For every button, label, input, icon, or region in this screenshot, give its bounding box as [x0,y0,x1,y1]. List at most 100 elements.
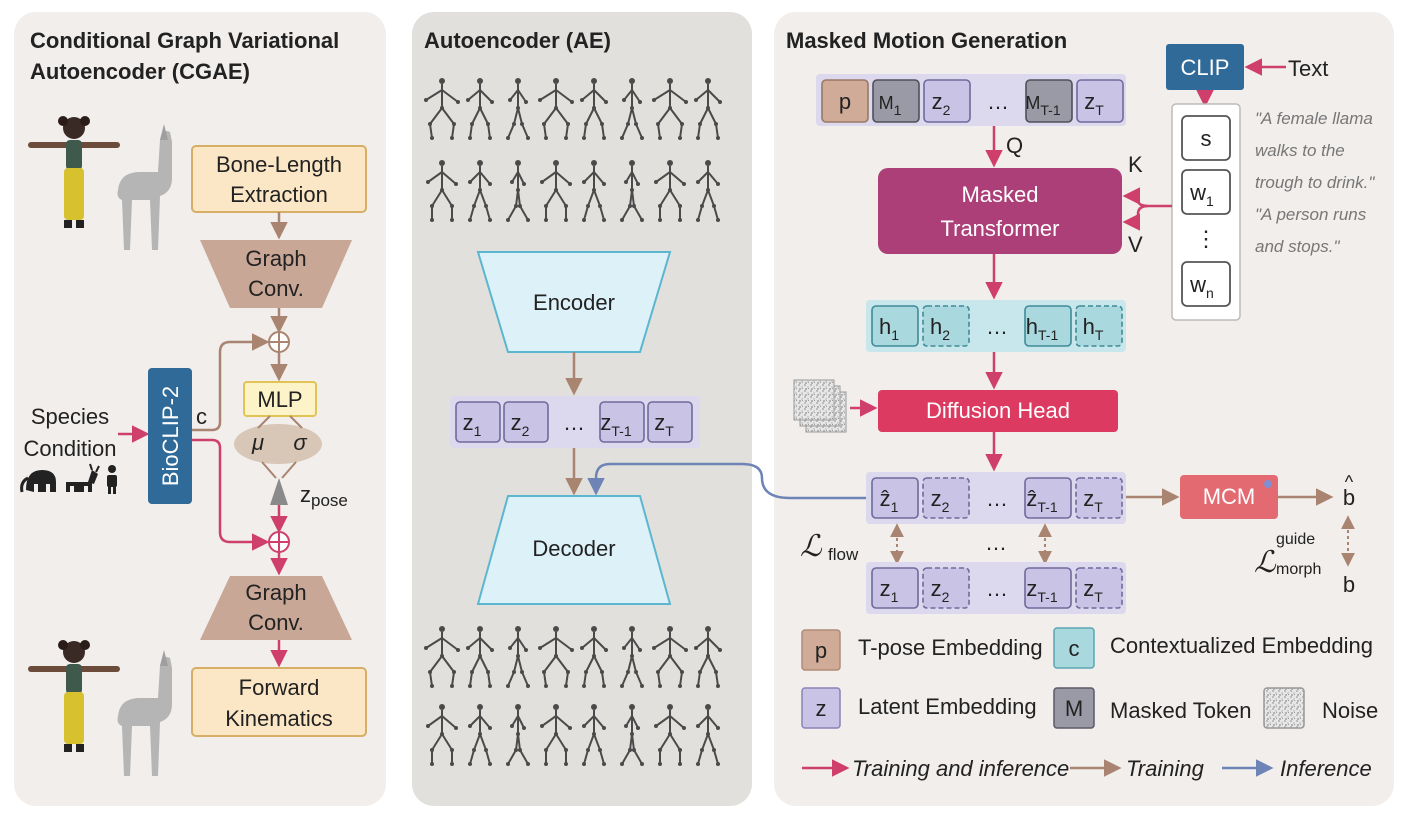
skeleton-figure-icon [696,160,720,222]
goat-icon [66,463,100,492]
h-token-box-4 [1075,305,1123,347]
skeleton-figure-icon [620,626,644,688]
input-token-box-2 [923,79,971,123]
pred-token-box-4 [1075,477,1123,519]
diffusion-head-block [878,390,1118,432]
motion-skeletons-input [424,78,722,222]
v-label: V [1128,232,1143,257]
ae-token-box-0 [455,401,501,443]
gt-token-main-1: z [931,576,942,601]
legend-tpose-swatch [801,629,841,671]
bioclip-label: BioCLIP-2 [158,386,183,486]
legend-masked-label: Masked Token [1110,698,1251,723]
input-token-label-4: MT-1 [1025,93,1060,118]
skeleton-figure-icon [468,704,492,766]
input-token-main-5: z [1084,89,1095,114]
input-token-main-2: z [932,89,943,114]
gt-token-sub-4: T [1094,589,1103,605]
masked-transformer-block [878,168,1122,254]
species-line1: Species [31,404,109,429]
ae-title: Autoencoder (AE) [424,28,611,53]
skeleton-figure-icon [696,704,720,766]
quote-line-3: trough to drink." [1255,173,1375,192]
distribution-ellipse [234,424,322,464]
legend-training-label: Training [1126,756,1205,781]
input-token-main-3: … [987,89,1009,114]
text-input-label: Text [1288,56,1328,81]
skeleton-figure-icon [540,704,572,766]
h-token-label-3: hT-1 [1026,314,1059,343]
h-token-sub-0: 1 [891,327,899,343]
decoder-block [476,495,672,605]
h-token-label-0: h1 [879,314,899,343]
legend-context-symbol: c [1069,636,1080,661]
animal-icons [20,463,117,494]
b-hat-label: b [1343,485,1355,510]
skeleton-figure-icon [580,78,608,140]
forward-kinematics-box [191,667,367,737]
quote-line-5: and stops." [1255,237,1340,256]
h-token-label-4: hT [1083,314,1104,343]
ae-token-box-1 [503,401,549,443]
z-pose-main: z [300,482,311,507]
pred-token-sub-4: T [1094,499,1103,515]
clip-token-main-3: w [1189,272,1206,297]
skeleton-figure-icon [620,160,644,222]
skeleton-figure-icon [654,704,686,766]
skeleton-figure-icon [426,704,458,766]
gt-token-main-3: z [1026,576,1037,601]
transformer-line2: Transformer [941,216,1060,241]
skeleton-figure-icon [466,626,494,688]
h-token-main-3: h [1026,314,1038,339]
decoder-label: Decoder [532,536,615,561]
skeleton-figure-icon [654,160,686,222]
h-token-label-2: … [986,314,1008,339]
pred-token-label-2: … [986,486,1008,511]
h-token-main-0: h [879,314,891,339]
skeleton-figure-icon [426,160,458,222]
h-token-sub-3: T-1 [1038,327,1058,343]
gt-token-label-2: … [986,576,1008,601]
skeleton-figure-icon [582,160,606,222]
species-line2: Condition [24,436,117,461]
clip-token-box-3 [1181,261,1231,307]
skeleton-figure-icon [652,626,688,688]
skeleton-figure-icon [580,626,608,688]
bone-length-line2: Extraction [230,182,328,207]
clip-box [1166,44,1244,90]
graph-conv-decoder-line1: Graph [245,580,306,605]
skeleton-figure-icon [694,626,722,688]
legend: p T-pose Embedding c Contextualized Embe… [801,627,1378,781]
h-token-sub-1: 2 [942,327,950,343]
clip-token-main-2: ⋮ [1195,226,1217,251]
gt-token-box-3 [1024,567,1072,609]
input-token-label-2: z2 [932,89,951,118]
ae-token-main-3: z [600,410,611,435]
motion-skeletons-output [424,626,722,766]
h-token-box-1 [922,305,970,347]
clip-token-sub-1: 1 [1206,193,1214,209]
input-token-sub-2: 2 [943,102,951,118]
clip-token-label-3: wn [1189,272,1214,301]
input-token-sub-5: T [1095,102,1104,118]
graph-conv-encoder-line2: Conv. [248,276,304,301]
legend-latent-symbol: z [816,696,827,721]
h-token-main-4: h [1083,314,1095,339]
legend-noise-label: Noise [1322,698,1378,723]
quote-line-2: walks to the [1255,141,1345,160]
h-token-main-2: … [986,314,1008,339]
fk-line1: Forward [239,675,320,700]
arrow-mlp-sigma [289,415,303,429]
skeleton-figure-icon [538,626,574,688]
legend-masked-swatch [1053,687,1095,729]
input-token-main-0: p [839,89,851,114]
skeleton-figure-icon [424,626,460,688]
ae-token-sub-0: 1 [474,423,482,439]
clip-token-box-0 [1181,115,1231,161]
pred-token-label-4: zT [1083,486,1103,515]
arrow-sigma-to-z [281,461,297,479]
h-token-label-1: h2 [930,314,950,343]
mlp-box [243,381,317,417]
